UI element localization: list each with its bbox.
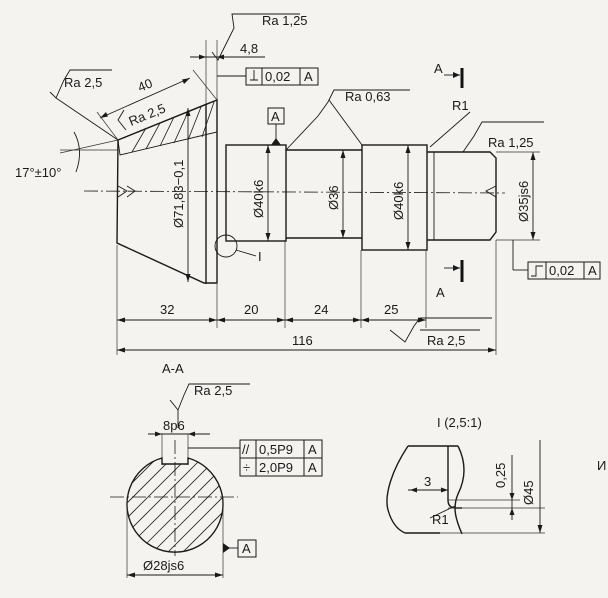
roughness-7: Ra 2,5 xyxy=(194,383,232,398)
runout-right-datum: A xyxy=(588,263,597,278)
runout-top-value: 0,02 xyxy=(265,69,290,84)
dim-20: 20 xyxy=(244,302,258,317)
dim-3: 3 xyxy=(424,474,431,489)
r1-detail: R1 xyxy=(432,512,449,527)
datum-a-top-label: A xyxy=(271,109,280,124)
roughness-mark-6 xyxy=(389,317,492,343)
datum-a-top: A xyxy=(267,107,285,145)
detail-circle-marker xyxy=(214,234,238,258)
section-title: A-A xyxy=(162,361,184,376)
diameter-dims xyxy=(185,108,540,282)
roughness-6: Ra 2,5 xyxy=(427,333,465,348)
datum-a-section-label: A xyxy=(242,541,251,556)
roughness-3: Ra 2,5 xyxy=(127,101,168,129)
symmetry-value: 2,0P9 xyxy=(259,460,293,475)
roughness-2: Ra 2,5 xyxy=(64,75,102,90)
dim-32: 32 xyxy=(160,302,174,317)
roughness-mark-2 xyxy=(49,69,112,99)
center-axis xyxy=(83,190,506,194)
length-dims xyxy=(117,317,496,353)
roughness-symbols: Ra 1,25 Ra 2,5 Ra 2,5 Ra 0,63 Ra 1,25 Ra… xyxy=(49,13,544,348)
dim-8p6: 8p6 xyxy=(163,418,185,433)
roughness-4: Ra 0,63 xyxy=(345,89,391,104)
r1-top: R1 xyxy=(452,98,469,113)
section-marker-bottom: A xyxy=(436,260,464,300)
roughness-mark-3 xyxy=(117,109,127,131)
dim-116: 116 xyxy=(292,333,313,348)
runout-top-datum: A xyxy=(304,69,313,84)
bearing-journal-1 xyxy=(225,144,287,242)
dim-4-8: 4,8 xyxy=(240,41,258,56)
section-top-label: A xyxy=(434,61,443,76)
dim-25: 25 xyxy=(384,302,398,317)
dim-40-line xyxy=(99,77,191,119)
edge-letter: И xyxy=(597,458,606,473)
dim-40k6-second: Ø40k6 xyxy=(391,182,406,220)
cone-hatch-band xyxy=(117,99,218,156)
detail-view: I (2,5:1) 3 0,25 Ø45 R1 xyxy=(386,415,545,535)
angle-arc xyxy=(73,131,80,173)
dim-45: Ø45 xyxy=(521,480,536,505)
angle-ref-line-1 xyxy=(59,139,119,154)
dim-0-25: 0,25 xyxy=(493,463,508,488)
ext-40-left xyxy=(96,111,119,141)
dim-28js6: Ø28js6 xyxy=(143,558,184,573)
runout-right-value: 0,02 xyxy=(549,263,574,278)
dim-40: 40 xyxy=(136,75,155,94)
roughness-mark-5 xyxy=(462,121,544,153)
detail-right-break xyxy=(454,445,465,535)
runout-frame-top: 0,02 A xyxy=(217,67,319,86)
runout-frame-right: 0,02 A xyxy=(512,240,601,280)
section-hatching xyxy=(127,458,223,553)
bearing-journal-2 xyxy=(361,144,428,251)
center-hole-right xyxy=(485,185,497,198)
dim-71-83: Ø71,83−0,1 xyxy=(171,160,186,228)
runout-symbol-top xyxy=(250,70,258,81)
dim-35js6: Ø35js6 xyxy=(516,181,531,222)
r1-detail-leader xyxy=(429,505,456,519)
roughness-1: Ra 1,25 xyxy=(262,13,308,28)
dim-24: 24 xyxy=(314,302,328,317)
shaft-main-view: I 32 20 24 25 116 xyxy=(15,40,540,355)
runout-symbol-right xyxy=(531,265,543,277)
roughness-mark-1 xyxy=(211,13,300,61)
parallel-value: 0,5P9 xyxy=(259,442,293,457)
datum-a-section-box xyxy=(237,539,257,558)
parallel-datum: A xyxy=(308,442,317,457)
detail-title: I (2,5:1) xyxy=(437,415,482,430)
r1-leader xyxy=(429,111,471,148)
dim-36: Ø36 xyxy=(326,185,341,210)
section-aa: A-A Ra 2,5 8p6 xyxy=(110,361,323,578)
parallel-symbol: // xyxy=(242,442,250,457)
detail-left-break xyxy=(386,445,409,534)
dim-angle: 17°±10° xyxy=(15,165,61,180)
detail-groove xyxy=(447,446,462,509)
roughness-5: Ra 1,25 xyxy=(488,135,534,150)
cone-hatch-lines xyxy=(131,101,215,153)
symmetry-symbol: ÷ xyxy=(243,460,250,475)
roughness-leader-4 xyxy=(328,99,363,146)
detail-marker-label: I xyxy=(258,249,262,264)
roughness-leader-2 xyxy=(55,97,119,141)
section-marker-top: A xyxy=(434,61,464,88)
symmetry-datum: A xyxy=(308,460,317,475)
end-journal xyxy=(427,151,497,241)
detail-leader xyxy=(235,249,257,257)
dim-40k6-first: Ø40k6 xyxy=(251,180,266,218)
ext-40-right xyxy=(192,69,218,101)
roughness-mark-4 xyxy=(285,89,410,151)
center-hole-left xyxy=(117,185,136,198)
section-bottom-label: A xyxy=(436,285,445,300)
roughness-mark-7 xyxy=(169,383,250,411)
